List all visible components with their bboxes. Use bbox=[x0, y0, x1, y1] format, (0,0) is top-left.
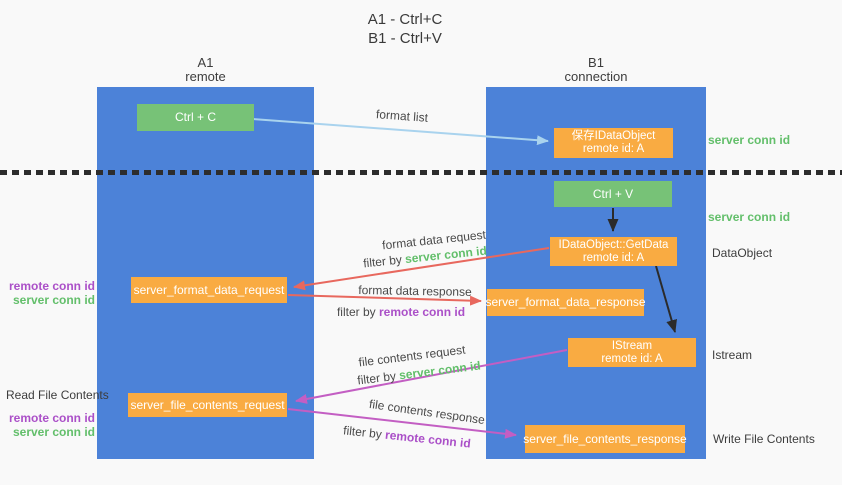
remote-conn-id-text: remote conn id bbox=[379, 305, 466, 319]
server-format-data-response-box: server_format_data_response bbox=[485, 289, 646, 316]
server-file-contents-response-box: server_file_contents_response bbox=[523, 425, 687, 453]
getdata-line1: IDataObject::GetData bbox=[558, 238, 669, 251]
istream-line1: IStream bbox=[611, 339, 653, 352]
server-format-data-request-box: server_format_data_request bbox=[131, 277, 287, 303]
filter-by-text: filter by bbox=[342, 423, 383, 442]
server-file-contents-request-label: server_file_contents_request bbox=[130, 397, 285, 412]
server-file-contents-request-box: server_file_contents_request bbox=[128, 393, 287, 417]
remote-conn-id-left-2: remote conn id bbox=[8, 411, 95, 425]
format-request-conn-id-stack: remote conn id server conn id bbox=[9, 279, 95, 307]
format-data-response-label: format data response bbox=[358, 283, 472, 299]
save-dataobject-box: 保存IDataObject remote id: A bbox=[554, 128, 673, 158]
lane-a1-name: A1 bbox=[197, 55, 214, 70]
remote-conn-id-text: remote conn id bbox=[384, 427, 472, 451]
lane-header-b1: B1 connection bbox=[486, 56, 706, 84]
ctrl-c-label: Ctrl + C bbox=[174, 110, 216, 124]
diagram-title-line1: A1 - Ctrl+C bbox=[367, 11, 443, 28]
save-dataobject-line2: remote id: A bbox=[582, 143, 645, 155]
remote-conn-id-left-1: remote conn id bbox=[8, 279, 95, 293]
diagram-title-line2: B1 - Ctrl+V bbox=[368, 30, 442, 47]
lane-a1-role: remote bbox=[185, 69, 226, 84]
istream-side-label: Istream bbox=[712, 348, 753, 362]
filter-by-remote-conn-id-label-1: filter by remote conn id bbox=[337, 305, 465, 319]
file-contents-response-label: file contents response bbox=[368, 396, 486, 428]
filter-by-text: filter by bbox=[356, 368, 397, 388]
write-file-contents-label: Write File Contents bbox=[713, 432, 815, 446]
server-conn-id-right-mid: server conn id bbox=[708, 210, 791, 224]
filter-by-text: filter by bbox=[336, 305, 376, 319]
save-dataobject-line1: 保存IDataObject bbox=[571, 130, 656, 142]
getdata-line2: remote id: A bbox=[582, 251, 645, 264]
istream-box: IStream remote id: A bbox=[568, 338, 696, 367]
filter-by-remote-conn-id-label-2: filter by remote conn id bbox=[343, 423, 472, 450]
lane-b1-role: connection bbox=[564, 69, 628, 84]
format-list-label: format list bbox=[375, 107, 429, 125]
server-conn-id-left-1: server conn id bbox=[12, 293, 95, 307]
getdata-box: IDataObject::GetData remote id: A bbox=[550, 237, 677, 266]
lane-header-a1: A1 remote bbox=[97, 56, 314, 84]
server-conn-id-right-top: server conn id bbox=[708, 133, 791, 147]
ctrl-c-box: Ctrl + C bbox=[137, 104, 254, 131]
dataobject-side-label: DataObject bbox=[712, 246, 773, 260]
file-request-conn-id-stack: remote conn id server conn id bbox=[9, 411, 95, 439]
copy-paste-separator-line bbox=[0, 170, 842, 175]
server-format-data-request-label: server_format_data_request bbox=[133, 282, 285, 297]
istream-line2: remote id: A bbox=[601, 352, 663, 365]
filter-by-text: filter by bbox=[362, 252, 403, 271]
read-file-contents-label: Read File Contents bbox=[6, 388, 109, 402]
server-conn-id-left-2: server conn id bbox=[12, 425, 95, 439]
server-format-data-response-label: server_format_data_response bbox=[485, 295, 646, 309]
lane-b1-name: B1 bbox=[588, 55, 604, 70]
server-file-contents-response-label: server_file_contents_response bbox=[523, 431, 687, 446]
ctrl-v-box: Ctrl + V bbox=[554, 181, 672, 207]
ctrl-v-label: Ctrl + V bbox=[592, 186, 634, 201]
